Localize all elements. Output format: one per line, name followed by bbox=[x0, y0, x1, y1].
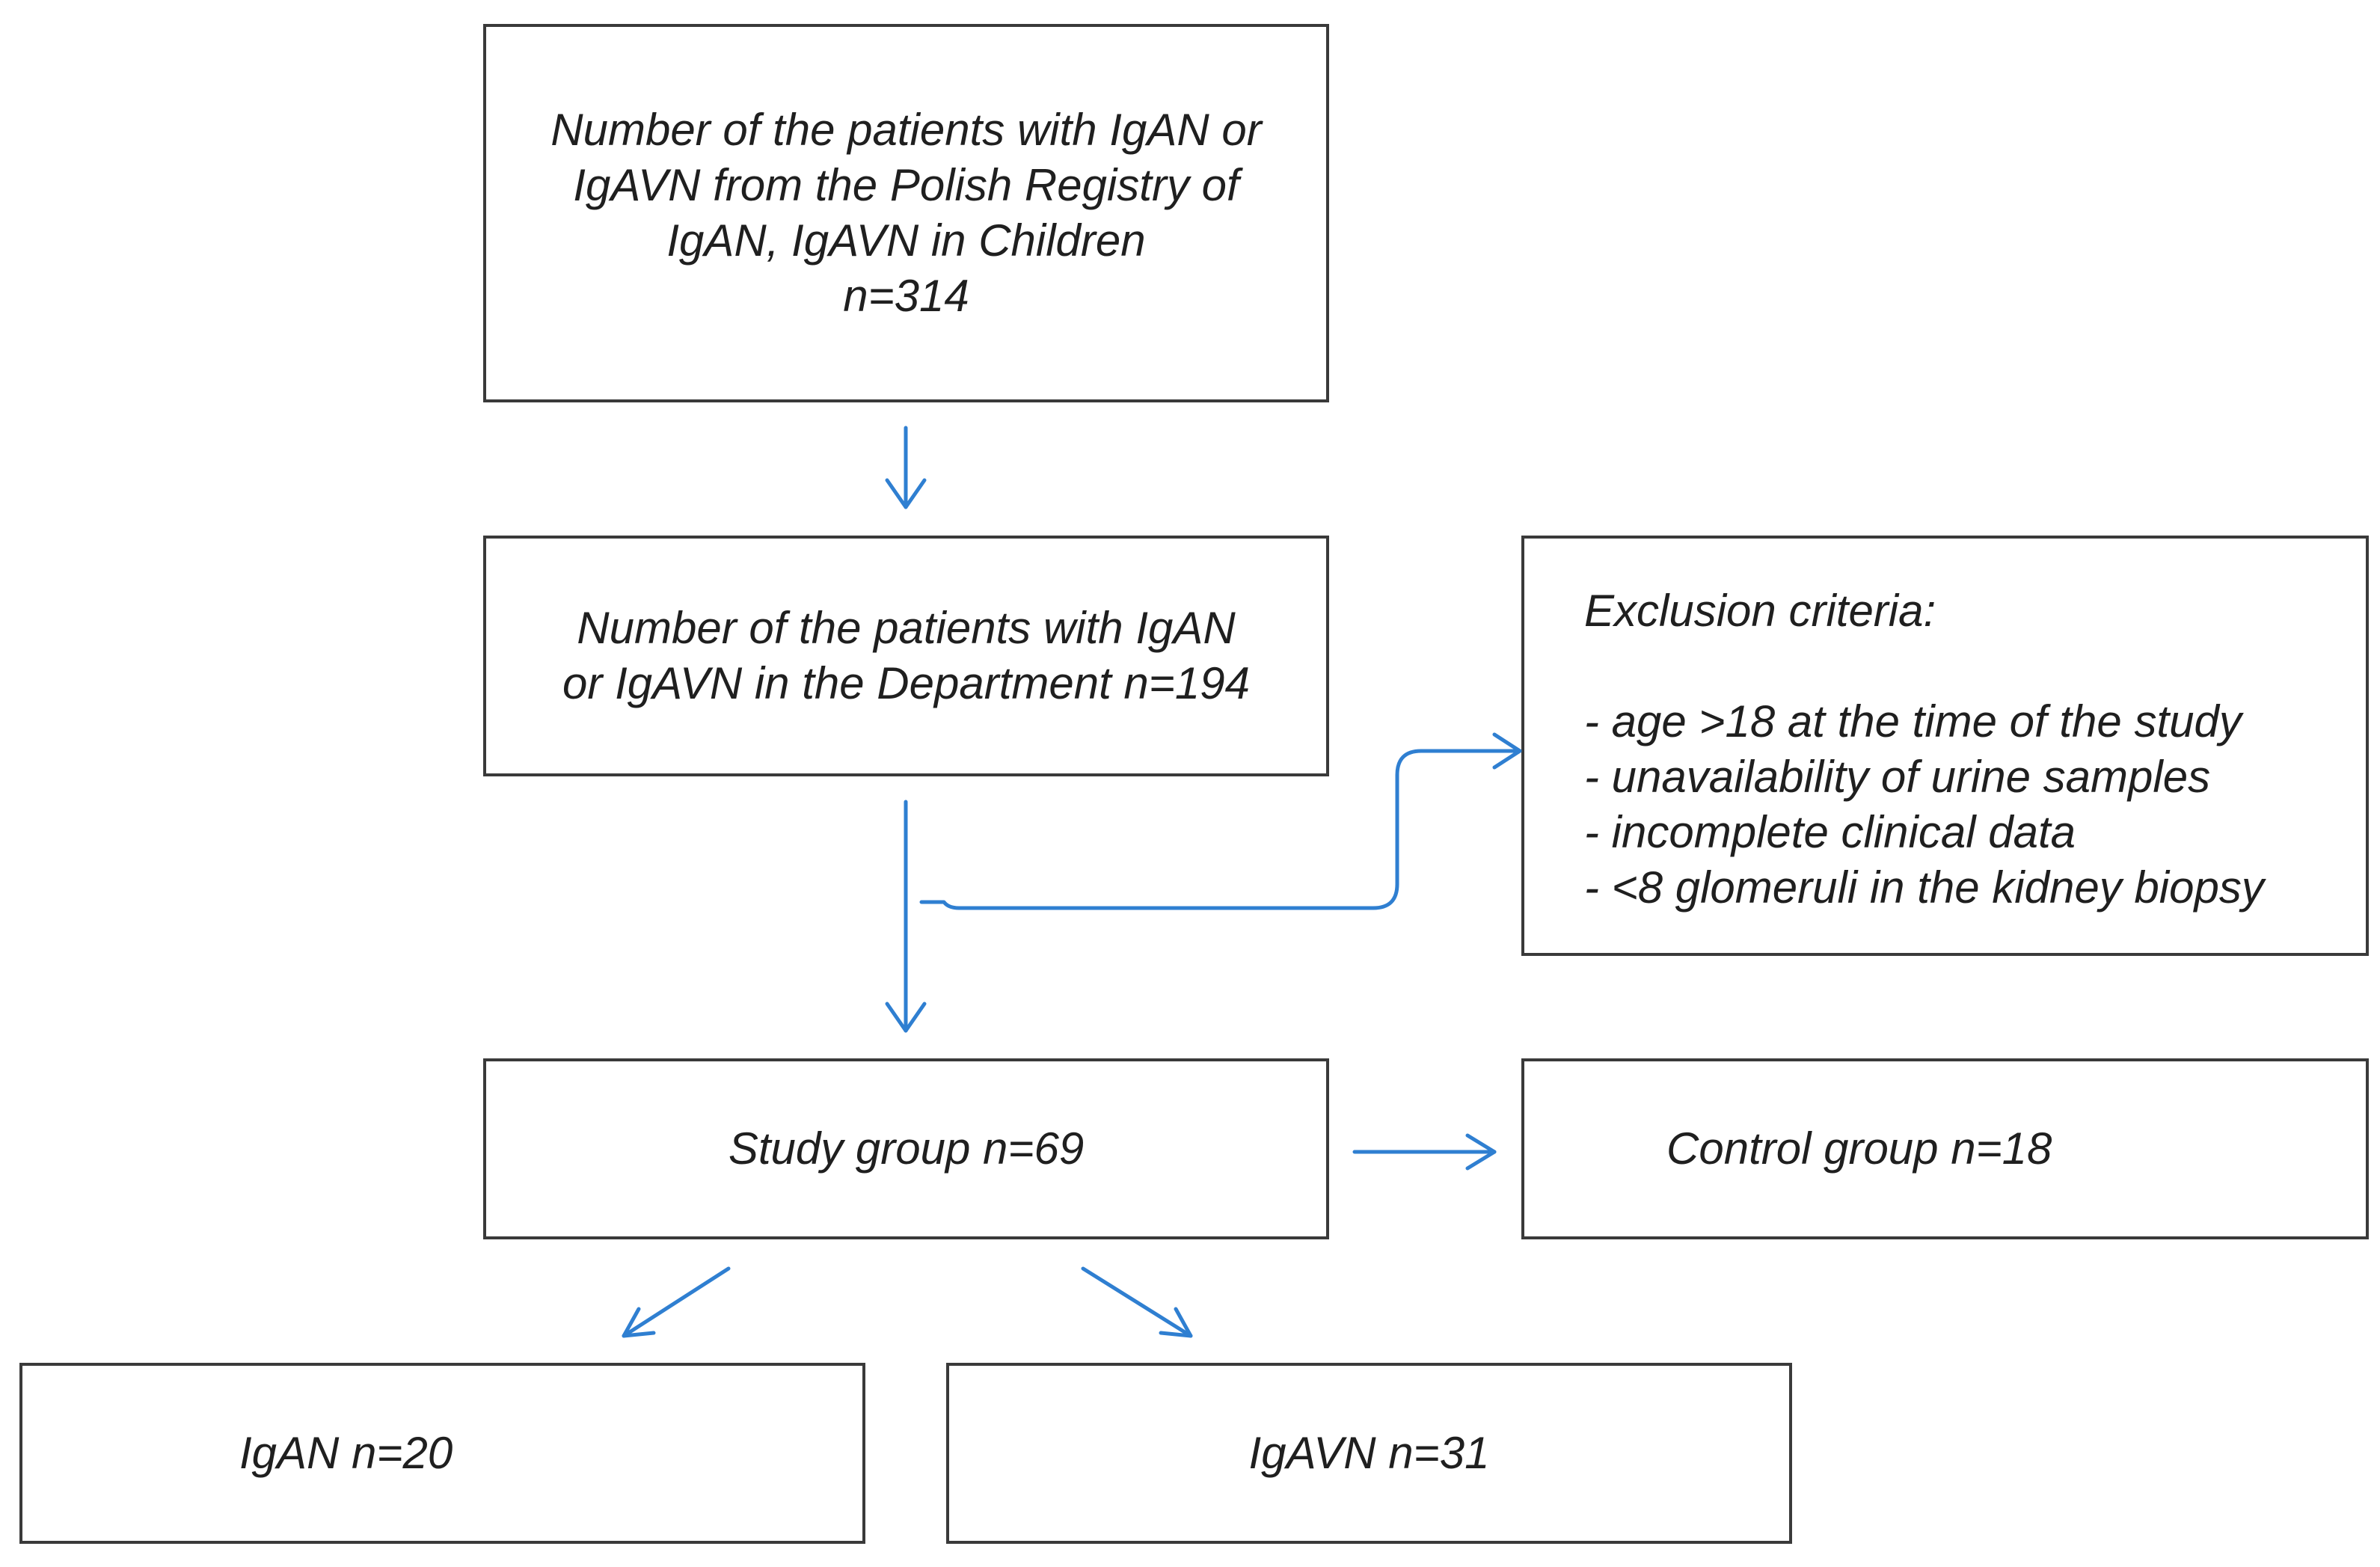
registry-patients-text: Number of the patients with IgAN or IgAV… bbox=[550, 105, 1262, 321]
arrow-study-to-control bbox=[1352, 1133, 1497, 1171]
department-patients-text: Number of the patients with IgAN or IgAV… bbox=[562, 603, 1250, 708]
study-group-box: Study group n=69 bbox=[483, 1058, 1329, 1239]
exclusion-criteria-box: Exclusion criteria: - age >18 at the tim… bbox=[1521, 536, 2369, 956]
exclusion-criteria-title: Exclusion criteria: bbox=[1584, 586, 1936, 636]
exclusion-criterion-glomeruli: - <8 glomeruli in the kidney biopsy bbox=[1584, 862, 2264, 913]
exclusion-criterion-age: - age >18 at the time of the study bbox=[1584, 696, 2242, 746]
igavn-group-text: IgAVN n=31 bbox=[1248, 1428, 1490, 1478]
control-group-text: Control group n=18 bbox=[1666, 1123, 2052, 1174]
exclusion-criterion-clinical-data: - incomplete clinical data bbox=[1584, 807, 2076, 857]
arrow-study-to-igavn bbox=[1081, 1266, 1193, 1338]
exclusion-criterion-urine: - unavailability of urine samples bbox=[1584, 752, 2211, 802]
arrow-registry-to-department bbox=[885, 426, 927, 509]
arrow-study-to-igan bbox=[622, 1266, 731, 1338]
igavn-group-box: IgAVN n=31 bbox=[946, 1363, 1792, 1544]
exclusion-criteria-content: Exclusion criteria: - age >18 at the tim… bbox=[1584, 583, 2264, 916]
igan-group-text: IgAN n=20 bbox=[239, 1428, 453, 1478]
department-patients-box: Number of the patients with IgAN or IgAV… bbox=[483, 536, 1329, 776]
arrow-department-to-study bbox=[885, 800, 927, 1033]
control-group-box: Control group n=18 bbox=[1521, 1058, 2369, 1239]
registry-patients-box: Number of the patients with IgAN or IgAV… bbox=[483, 24, 1329, 402]
igan-group-box: IgAN n=20 bbox=[19, 1363, 865, 1544]
study-group-text: Study group n=69 bbox=[728, 1123, 1085, 1174]
